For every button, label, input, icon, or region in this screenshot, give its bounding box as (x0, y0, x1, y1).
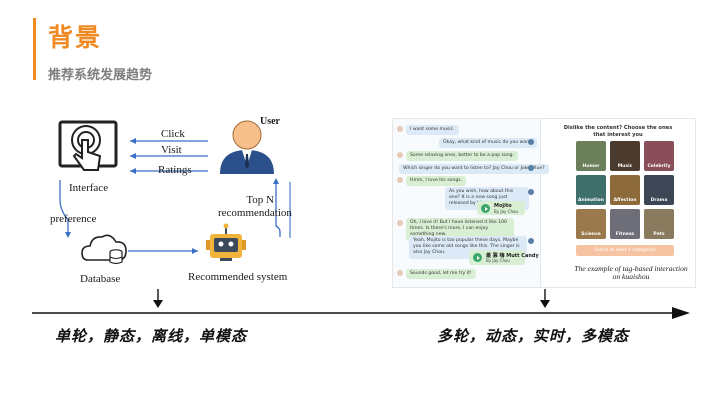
tag-tile[interactable]: Celebrity (644, 141, 674, 171)
modern-traits-label: 多轮，动态，实时，多模态 (437, 327, 630, 345)
tag-tile[interactable]: Science (576, 209, 606, 239)
recsys-diagram: Interface User Click Visit Ratings prefe… (40, 110, 340, 295)
tag-label: Music (617, 164, 633, 169)
tag-label: Fitness (615, 232, 635, 237)
chat-message: Oh, I love it! But I have listened it li… (406, 218, 514, 241)
tag-label: Humor (582, 164, 600, 169)
bot-avatar (528, 165, 534, 171)
figure-caption: The example of tag-based interaction on … (574, 264, 688, 282)
tag-panel: Dislike the content? Choose the ones tha… (541, 119, 695, 287)
user-avatar (397, 152, 403, 158)
tag-label: Affection (613, 198, 637, 203)
traditional-traits-label: 单轮，静态，离线，单模态 (55, 327, 248, 345)
tag-tile[interactable]: Music (610, 141, 640, 171)
play-icon[interactable] (473, 253, 482, 262)
chat-message: Which singer do you want to listen to? J… (399, 164, 549, 175)
chat-message: Hmm, I love his songs. (406, 176, 467, 187)
user-avatar (397, 270, 403, 276)
song-artist: By Jay Chou (486, 258, 510, 263)
play-icon[interactable] (481, 204, 490, 213)
topn-label: Top N (246, 194, 274, 206)
tag-label: Animation (578, 198, 604, 203)
user-label: User (260, 116, 280, 127)
song-card[interactable]: 最 寡 嗨 Mutt Candy By Jay Chou (469, 250, 539, 265)
tag-label: Pets (653, 232, 665, 237)
page-subtitle: 推荐系统发展趋势 (48, 68, 153, 83)
chat-message: I want some music. (406, 125, 459, 136)
interface-label: Interface (69, 182, 109, 194)
user-avatar (397, 126, 403, 132)
song-card[interactable]: Mojito By Jay Chou (477, 201, 525, 215)
chat-panel: I want some music. Okay, what kind of mu… (393, 119, 549, 287)
chat-message: Some relaxing ones, better to be a pop s… (406, 151, 519, 162)
song-title: Mojito (494, 203, 512, 209)
bot-avatar (528, 238, 534, 244)
robot-icon (206, 223, 246, 261)
select-categories-button[interactable]: Select at least 4 categories (576, 245, 674, 256)
tag-question: Dislike the content? Choose the ones tha… (563, 125, 673, 138)
tag-tile[interactable]: Animation (576, 175, 606, 205)
user-avatar (397, 220, 403, 226)
click-label: Click (161, 128, 185, 140)
touch-screen-icon (58, 120, 118, 171)
user-avatar (397, 177, 403, 183)
bot-avatar (528, 189, 534, 195)
tag-tile[interactable]: Fitness (610, 209, 640, 239)
tag-tile[interactable]: Humor (576, 141, 606, 171)
database-cloud-icon (81, 234, 127, 265)
ratings-label: Ratings (158, 164, 192, 176)
recsys-label: Recommended system (188, 271, 288, 283)
diagram-arrows (58, 120, 291, 265)
tag-tile[interactable]: Pets (644, 209, 674, 239)
page-title: 背景 (48, 23, 103, 52)
song-artist: By Jay Chou (494, 209, 518, 214)
tag-tile[interactable]: Drama (644, 175, 674, 205)
database-label: Database (80, 273, 121, 285)
recommendation-label: recommendation (218, 207, 292, 219)
tag-label: Drama (650, 198, 668, 203)
chat-message: Sounds good, let me try it! (406, 269, 476, 280)
user-icon (220, 120, 274, 174)
timeline-arrow (32, 289, 690, 319)
tag-label: Science (581, 232, 601, 237)
tag-label: Celebrity (647, 164, 671, 169)
interaction-example-figure: I want some music. Okay, what kind of mu… (392, 118, 696, 288)
chat-message: Okay, what kind of music do you want? (439, 138, 538, 149)
tag-tile[interactable]: Affection (610, 175, 640, 205)
visit-label: Visit (161, 144, 182, 156)
bot-avatar (528, 139, 534, 145)
preference-label: preference (50, 213, 97, 225)
song-title: 最 寡 嗨 Mutt Candy (486, 253, 539, 259)
title-accent-bar (33, 18, 36, 80)
